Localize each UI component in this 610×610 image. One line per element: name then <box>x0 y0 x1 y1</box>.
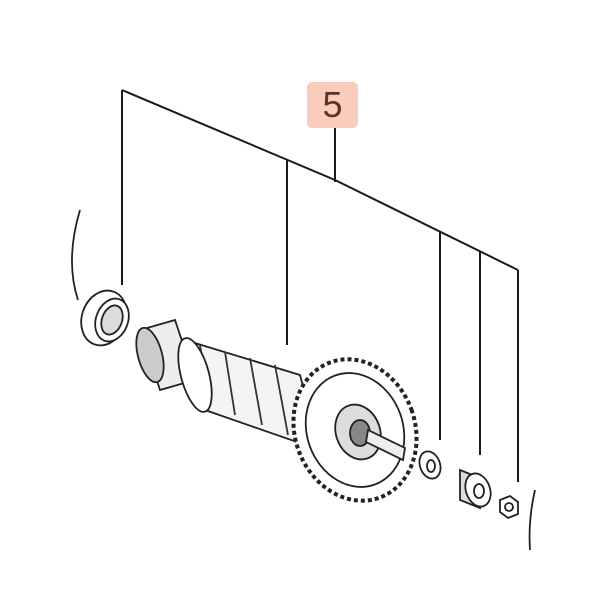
housing-edge <box>71 209 81 301</box>
leader-lines <box>121 89 519 482</box>
nut <box>499 494 519 520</box>
part-number-label: 5 <box>322 84 343 125</box>
housing-edge-right <box>528 489 536 551</box>
part-number-callout: 5 <box>307 82 358 128</box>
washer <box>418 450 442 480</box>
bearing <box>80 289 130 347</box>
spacer <box>459 468 492 510</box>
armature <box>135 318 419 503</box>
